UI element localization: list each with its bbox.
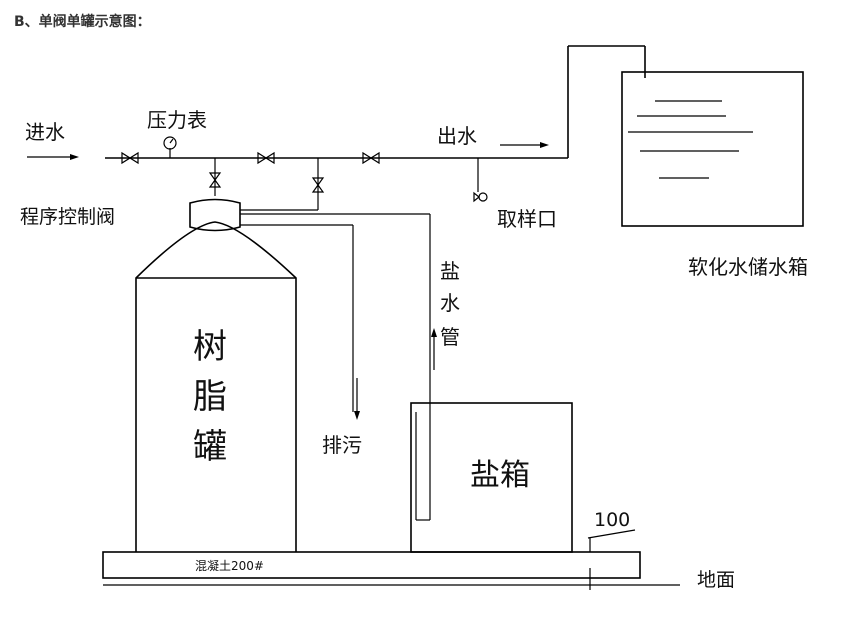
sampling-port-label: 取样口 bbox=[497, 207, 557, 231]
concrete-label: 混凝土200# bbox=[195, 558, 264, 573]
pressure-gauge-label: 压力表 bbox=[147, 108, 207, 132]
resin-tank bbox=[135, 221, 297, 552]
control-valve-head bbox=[189, 198, 241, 232]
drain-arrow-head bbox=[354, 411, 360, 420]
diagram-caption: B、单阀单罐示意图： bbox=[14, 14, 151, 30]
height-leader bbox=[587, 529, 636, 539]
sampling-valve bbox=[478, 192, 488, 202]
brine-arrow-head bbox=[431, 328, 437, 337]
control-valve-label: 程序控制阀 bbox=[20, 206, 115, 228]
inlet-valve-left bbox=[121, 151, 132, 165]
pressure-gauge bbox=[163, 136, 177, 150]
storage-tank-label: 软化水储水箱 bbox=[688, 255, 808, 279]
mid-valve-right bbox=[264, 151, 275, 165]
outlet-arrow-head bbox=[540, 142, 549, 148]
brine-pipe-label-3: 管 bbox=[440, 325, 460, 349]
inlet-valve-right bbox=[128, 151, 139, 165]
inlet-label: 进水 bbox=[25, 120, 65, 144]
drain-label: 排污 bbox=[322, 433, 362, 457]
outlet-valve-left bbox=[362, 151, 373, 165]
outlet-label: 出水 bbox=[437, 124, 477, 148]
salt-box-label: 盐箱 bbox=[470, 458, 530, 493]
resin-tank-label-1: 树 bbox=[193, 327, 227, 367]
resin-tank-label-3: 罐 bbox=[193, 427, 227, 467]
salt-box bbox=[410, 402, 573, 553]
pressure-gauge-needle bbox=[169, 138, 174, 144]
inlet-arrow-head bbox=[70, 154, 79, 160]
resin-tank-label-2: 脂 bbox=[193, 377, 227, 417]
storage-tank bbox=[621, 71, 804, 227]
outlet-valve-right bbox=[369, 151, 380, 165]
drop-valve-bottom bbox=[208, 178, 222, 188]
bypass-valve-top bbox=[311, 177, 325, 187]
bypass-valve-bottom bbox=[311, 183, 325, 193]
sampling-valve-body bbox=[473, 191, 480, 203]
brine-pipe-label-1: 盐 bbox=[440, 259, 460, 283]
mid-valve-left bbox=[257, 151, 268, 165]
drop-valve-top bbox=[208, 172, 222, 182]
ground-label: 地面 bbox=[697, 569, 735, 591]
concrete-base bbox=[102, 551, 641, 579]
height-label: 100 bbox=[594, 509, 630, 531]
brine-pipe-label-2: 水 bbox=[440, 291, 460, 315]
